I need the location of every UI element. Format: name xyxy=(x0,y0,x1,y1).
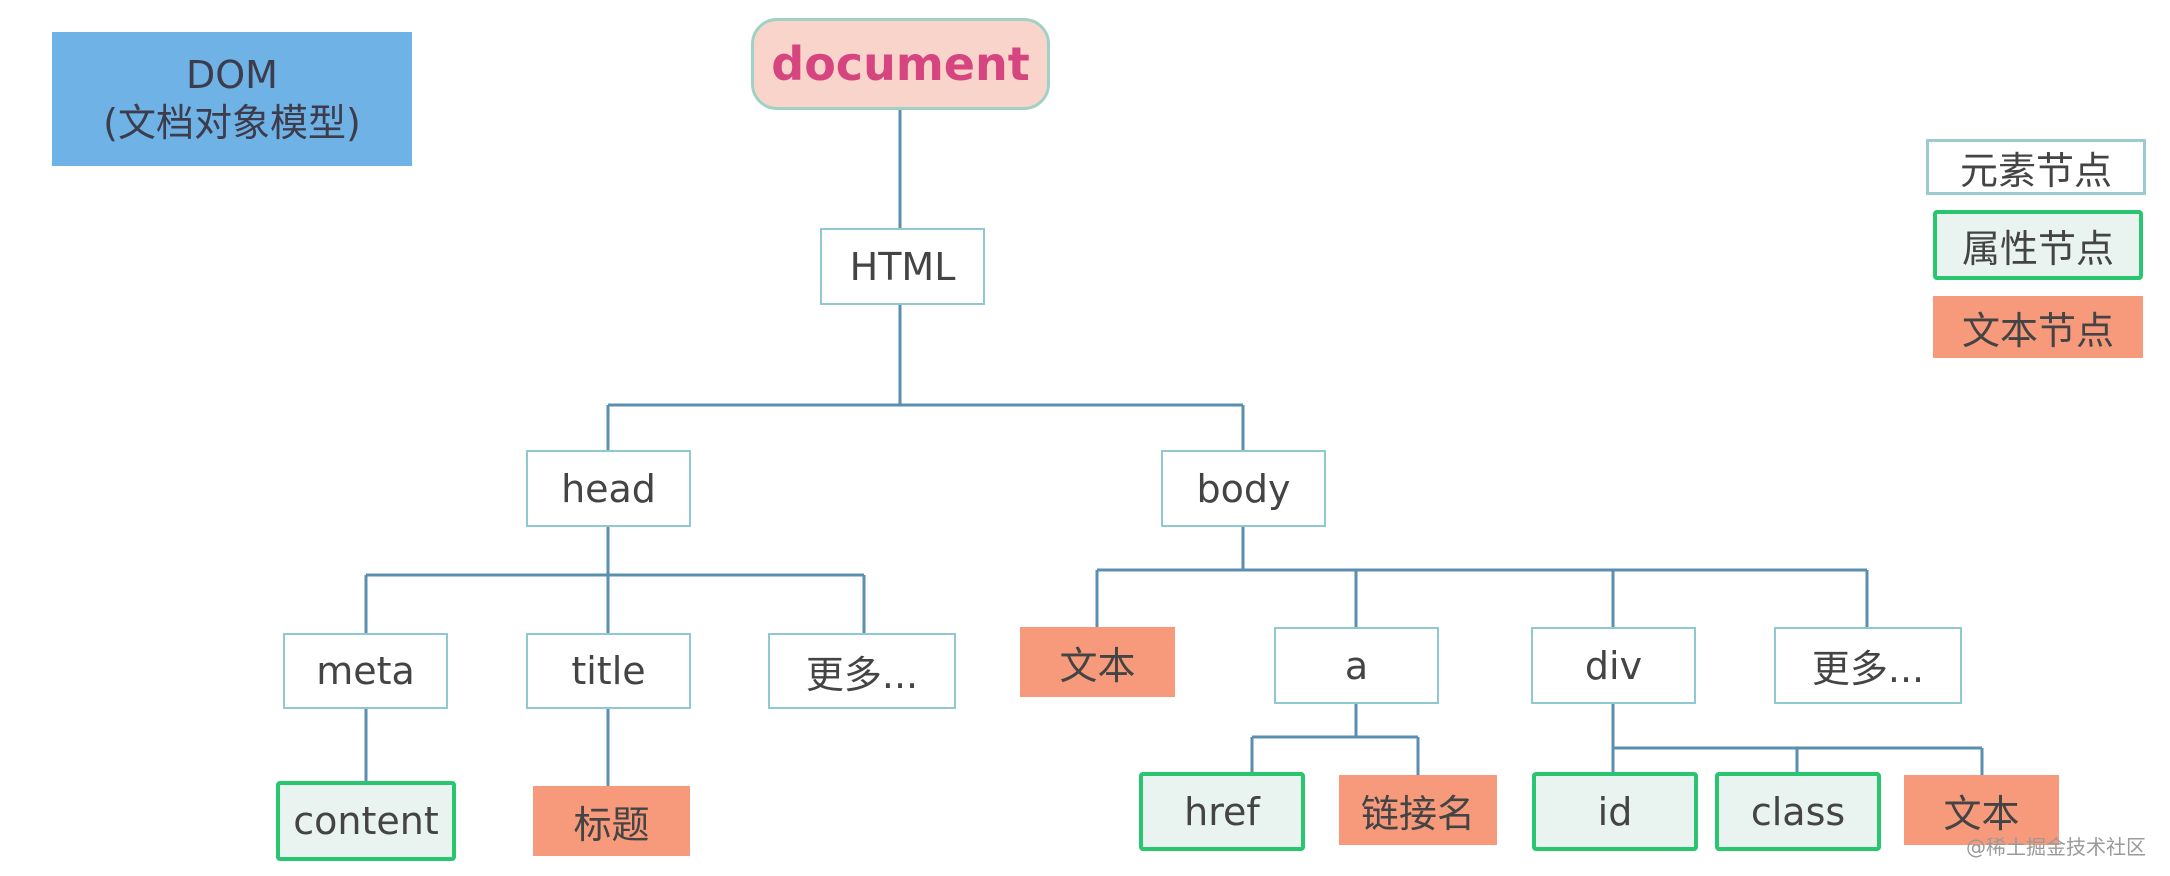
legend-text-node: 文本节点 xyxy=(1933,296,2143,358)
node-html: HTML xyxy=(820,228,985,305)
node-head: head xyxy=(526,450,691,527)
node-title-text: 标题 xyxy=(533,786,690,856)
watermark: @稀土掘金技术社区 xyxy=(1966,835,2146,859)
node-title: title xyxy=(526,633,691,709)
node-div: div xyxy=(1531,627,1696,704)
diagram-title: DOM (文档对象模型) xyxy=(52,32,412,166)
node-div-text: 文本 xyxy=(1904,775,2059,845)
node-head-more: 更多... xyxy=(768,633,956,709)
node-href: href xyxy=(1139,772,1305,851)
node-class: class xyxy=(1715,772,1881,851)
node-id: id xyxy=(1532,772,1698,851)
node-document: document xyxy=(751,18,1050,110)
legend-element-node: 元素节点 xyxy=(1926,139,2146,195)
node-a: a xyxy=(1274,627,1439,704)
legend-attribute-node: 属性节点 xyxy=(1933,210,2143,280)
node-link-name: 链接名 xyxy=(1339,775,1497,845)
node-meta: meta xyxy=(283,633,448,709)
node-body-more: 更多... xyxy=(1774,627,1962,704)
node-content: content xyxy=(276,781,456,861)
diagram-title-line2: (文档对象模型) xyxy=(103,101,361,145)
node-body-text: 文本 xyxy=(1020,627,1175,697)
diagram-title-line1: DOM xyxy=(186,53,278,97)
node-body: body xyxy=(1161,450,1326,527)
